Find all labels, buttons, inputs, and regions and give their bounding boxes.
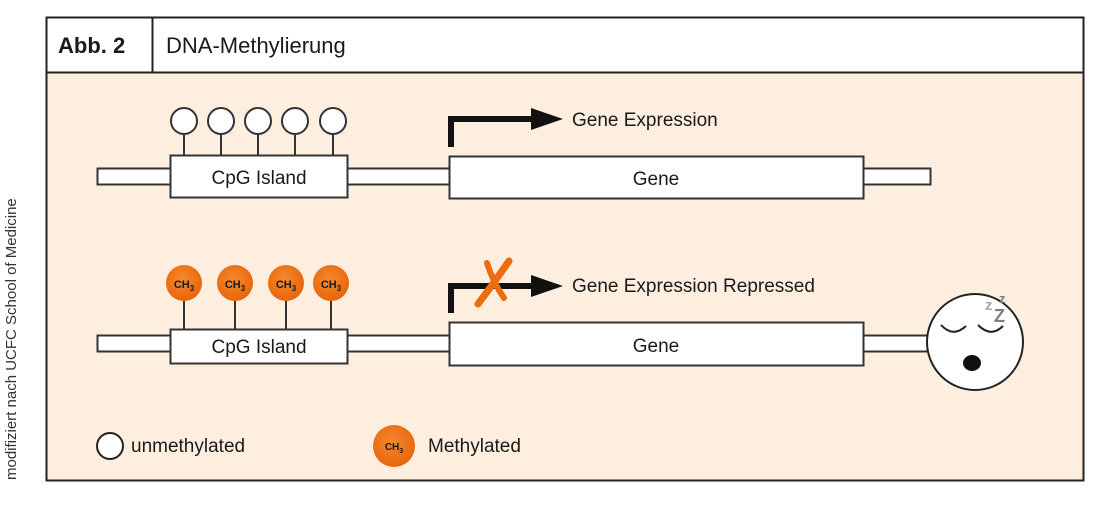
unmethylated-marker [281, 107, 309, 156]
gene-box [448, 155, 865, 200]
legend-label: Methylated [428, 436, 521, 457]
unmethylated-marker [207, 107, 235, 156]
header-bar [45, 16, 1085, 74]
unmethylated-marker [244, 107, 272, 156]
svg-text:CH3: CH3 [276, 279, 297, 293]
svg-text:CH3: CH3 [225, 279, 246, 293]
methyl-marker: CH3 [313, 265, 349, 330]
unmethylated-marker [170, 107, 198, 156]
gene-box [448, 321, 865, 367]
legend-item-methylated: CH3 Methylated [373, 425, 521, 467]
row-methylated: CH3 CH3 CH3 CH3 CpG Island Gene [96, 257, 1024, 391]
expression-label: Gene Expression Repressed [572, 276, 815, 297]
source-credit: modifiziert nach UCFC School of Medicine [3, 198, 20, 480]
markers [170, 107, 347, 156]
figure-title: DNA-Methylierung [166, 33, 346, 58]
legend-item-unmethylated: unmethylated [96, 432, 245, 460]
methyl-marker: CH3 [217, 265, 253, 330]
row-unmethylated: CpG Island Gene Gene Expression [96, 107, 932, 200]
gene-label: Gene [633, 336, 679, 357]
transcription-arrow-icon [448, 108, 563, 147]
repressed-cross-icon [474, 257, 513, 308]
legend: unmethylated CH3 Methylated [96, 425, 521, 467]
zzz-icon: z [985, 297, 993, 314]
cpg-island-label: CpG Island [211, 337, 306, 358]
methyl-marker: CH3 [166, 265, 202, 330]
svg-text:CH3: CH3 [385, 442, 403, 455]
svg-text:CH3: CH3 [174, 279, 195, 293]
transcription-arrow-icon [448, 275, 563, 313]
cpg-island-box [169, 154, 349, 199]
zzz-icon: Z [994, 306, 1005, 326]
svg-text:CH3: CH3 [321, 279, 342, 293]
cpg-island-box [169, 328, 349, 365]
expression-label: Gene Expression [572, 110, 718, 131]
sleeping-face-icon: z Z z [926, 291, 1024, 391]
markers: CH3 CH3 CH3 CH3 [166, 265, 349, 330]
gene-label: Gene [633, 169, 679, 190]
diagram-panel [45, 71, 1085, 482]
figure-frame: Abb. 2 DNA-Methylierung [45, 16, 1085, 482]
cpg-island-label: CpG Island [211, 168, 306, 189]
zzz-icon: z [999, 291, 1006, 306]
legend-label: unmethylated [131, 436, 245, 457]
unmethylated-marker [319, 107, 347, 156]
methyl-marker: CH3 [268, 265, 304, 330]
figure-label: Abb. 2 [58, 33, 125, 58]
